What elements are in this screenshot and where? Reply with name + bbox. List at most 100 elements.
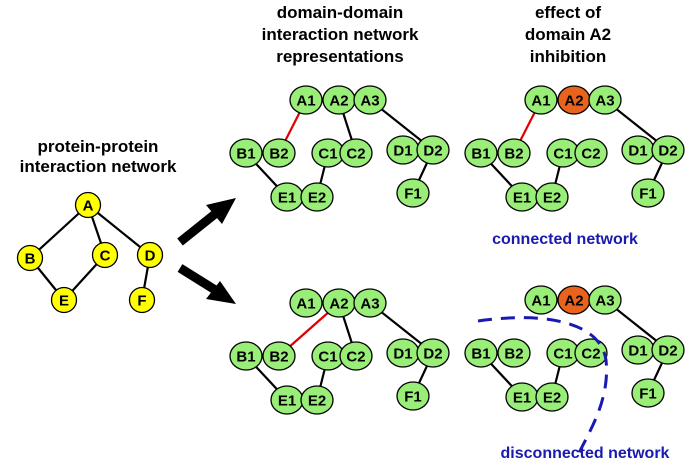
protein-label-b: B (25, 251, 36, 268)
effect-top-domain-label-b1: B1 (471, 146, 490, 163)
effect-bottom-domain-node-c2 (574, 338, 608, 368)
effect-header-line-3: inhibition (530, 47, 606, 66)
effect-top-domain-node-b1 (464, 138, 498, 168)
ddi-top-domain-node-f1 (396, 178, 430, 208)
protein-node-b: B (16, 244, 44, 272)
effect-top-domain-label-d1: D1 (628, 143, 647, 160)
ddi-header-line-1: domain-domain (277, 3, 404, 22)
ddi-bottom-domain-node-b2 (262, 341, 296, 371)
ddi-top-domain-label-c1: C1 (318, 146, 337, 163)
effect-top-domain-label-a3: A3 (595, 93, 614, 110)
ddi-top-domain-node-e2 (300, 182, 334, 212)
effect-top-domain-label-b2: B2 (504, 146, 523, 163)
effect-bottom-domain-label-e1: E1 (513, 390, 531, 407)
disconnected-network-label: disconnected network (501, 445, 670, 462)
ppi-header-line-2: interaction network (20, 157, 177, 176)
effect-bottom-domain-label-d1: D1 (628, 343, 647, 360)
effect-header-line-1: effect of (535, 3, 601, 22)
protein-label-f: F (137, 293, 146, 310)
effect-bottom-domain-node-d2 (651, 335, 685, 365)
effect-bottom-domain-label-b1: B1 (471, 346, 490, 363)
effect-top-domain-label-c1: C1 (553, 146, 572, 163)
ddi-bottom-domain-label-c1: C1 (318, 349, 337, 366)
ppi-header-line-1: protein-protein (38, 137, 159, 156)
ddi-bottom-domain-label-a1: A1 (296, 296, 315, 313)
protein-node-f: F (128, 286, 156, 314)
disconnect-divider (477, 316, 609, 456)
effect-bottom-domain-label-b2: B2 (504, 346, 523, 363)
ddi-top-domain-node-d2 (416, 135, 450, 165)
protein-node-d: D (136, 241, 164, 269)
ddi-bottom-domain-node-b1 (229, 341, 263, 371)
effect-bottom-domain-node-a3 (588, 285, 622, 315)
ddi-top-domain-node-c2 (339, 138, 373, 168)
ddi-top-domain-label-e1: E1 (278, 190, 296, 207)
ddi-bottom-domain-label-d2: D2 (423, 346, 442, 363)
protein-label-a: A (83, 198, 94, 215)
ddi-bottom-domain-label-b1: B1 (236, 349, 255, 366)
protein-label-e: E (59, 293, 69, 310)
effect-bottom-domain-node-e2 (535, 382, 569, 412)
effect-top-domain-label-a2: A2 (564, 93, 583, 110)
ddi-bottom-domain-label-a2: A2 (329, 296, 348, 313)
effect-bottom-domain-label-a1: A1 (531, 293, 550, 310)
protein-label-d: D (145, 248, 156, 265)
effect-bottom-domain-label-d2: D2 (658, 343, 677, 360)
ddi-top-domain-label-d1: D1 (393, 143, 412, 160)
effect-bottom-domain-label-c2: C2 (581, 346, 600, 363)
ddi-top-domain-node-a1 (289, 85, 323, 115)
ddi-top-domain-label-a2: A2 (329, 93, 348, 110)
arrow-down-right (177, 264, 236, 304)
ddi-bottom-domain-node-e2 (300, 385, 334, 415)
ddi-bottom-domain-label-c2: C2 (346, 349, 365, 366)
effect-bottom-domain-node-a1 (524, 285, 558, 315)
effect-top-domain-node-a1 (524, 85, 558, 115)
ddi-header-line-2: interaction network (262, 25, 419, 44)
ddi-bottom-domain-label-e2: E2 (308, 393, 326, 410)
effect-top-domain-label-a1: A1 (531, 93, 550, 110)
connected-network-label: connected network (492, 231, 638, 248)
ddi-bottom-domain-label-d1: D1 (393, 346, 412, 363)
ddi-bottom-domain-node-c2 (339, 341, 373, 371)
ddi-bottom-domain-node-d2 (416, 338, 450, 368)
ddi-top-domain-label-d2: D2 (423, 143, 442, 160)
ddi-bottom-domain-label-b2: B2 (269, 349, 288, 366)
ddi-top-domain-label-f1: F1 (404, 186, 422, 203)
effect-top-domain-node-d2 (651, 135, 685, 165)
effect-top-domain-label-e2: E2 (543, 190, 561, 207)
ddi-top-domain-node-a3 (353, 85, 387, 115)
ddi-bottom-domain-node-a3 (353, 288, 387, 318)
effect-bottom-domain-label-a3: A3 (595, 293, 614, 310)
ddi-bottom-domain-label-f1: F1 (404, 389, 422, 406)
arrow-up-right (177, 198, 236, 246)
ddi-top-domain-label-e2: E2 (308, 190, 326, 207)
ddi-top-domain-label-c2: C2 (346, 146, 365, 163)
effect-top-domain-node-b2 (497, 138, 531, 168)
effect-top-domain-label-f1: F1 (639, 186, 657, 203)
effect-bottom-domain-label-a2: A2 (564, 293, 583, 310)
ddi-bottom-domain-label-a3: A3 (360, 296, 379, 313)
ppi-network: A B C D E F (16, 191, 164, 314)
effect-bottom-domain-node-f1 (631, 378, 665, 408)
ddi-header-line-3: representations (276, 47, 404, 66)
effect-top-domain-label-e1: E1 (513, 190, 531, 207)
effect-top-domain-node-e2 (535, 182, 569, 212)
protein-label-c: C (100, 248, 111, 265)
effect-bottom-domain-label-c1: C1 (553, 346, 572, 363)
effect-top-domain-label-d2: D2 (658, 143, 677, 160)
effect-top-domain-label-c2: C2 (581, 146, 600, 163)
ddi-top-domain-label-b2: B2 (269, 146, 288, 163)
ddi-top-domain-node-b1 (229, 138, 263, 168)
protein-node-e: E (50, 286, 78, 314)
ddi-bottom-domain-label-e1: E1 (278, 393, 296, 410)
ddi-bottom-domain-node-a1 (289, 288, 323, 318)
effect-bottom-domain-label-f1: F1 (639, 386, 657, 403)
effect-top-domain-node-a3 (588, 85, 622, 115)
protein-node-a: A (74, 191, 102, 219)
ddi-top-domain-node-b2 (262, 138, 296, 168)
effect-bottom-domain-node-b2 (497, 338, 531, 368)
effect-header-line-2: domain A2 (525, 25, 611, 44)
